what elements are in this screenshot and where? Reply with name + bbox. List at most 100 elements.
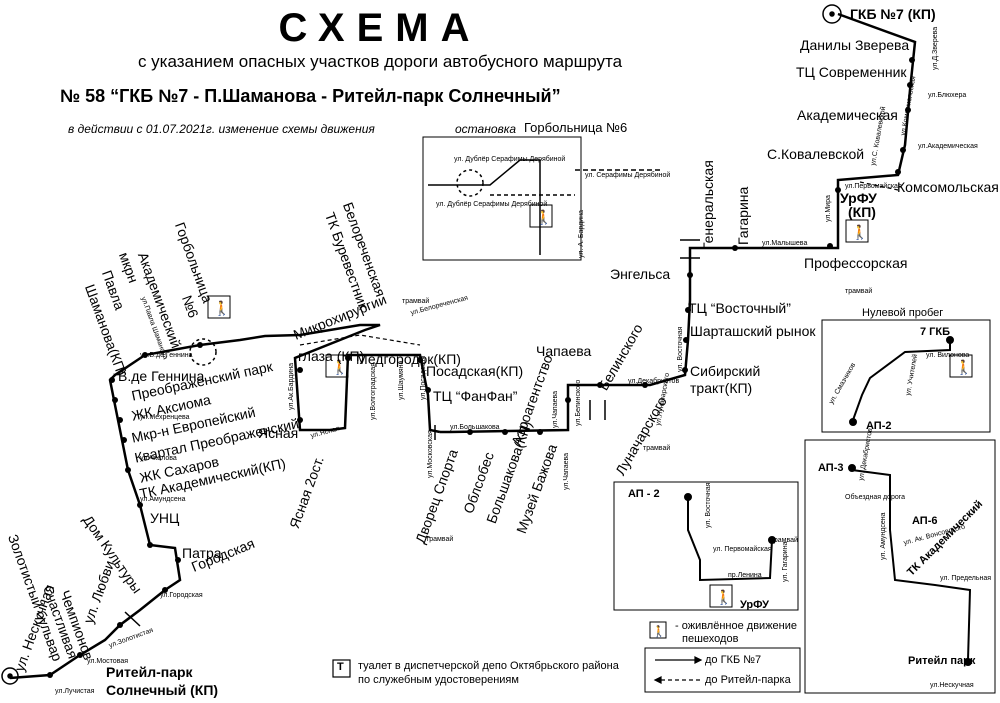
legend-to-gkb: до ГКБ №7 bbox=[705, 654, 762, 666]
stop-v-de-gennina: В.де Геннина bbox=[118, 368, 205, 384]
pedestrian-icons bbox=[207, 204, 973, 639]
svg-text:🚶: 🚶 bbox=[213, 300, 230, 317]
ap2-lenina: пр.Ленина bbox=[728, 572, 762, 579]
stop-generalskaya: Генеральская bbox=[700, 160, 716, 250]
ap3-obezd: Объездная дорога bbox=[845, 494, 906, 501]
street-voltsovskaya: ул.Волгоградская bbox=[370, 363, 377, 420]
svg-text:🚶: 🚶 bbox=[535, 209, 552, 226]
stop-riteyl-2: Солнечный (КП) bbox=[106, 682, 219, 698]
stop-tc-fanfan: ТЦ “ФанФан” bbox=[433, 388, 518, 404]
stop-glaza: глаза (КП) bbox=[298, 348, 365, 364]
ap3-riteyl: Ритейл парк bbox=[908, 655, 976, 667]
svg-text:🚶: 🚶 bbox=[715, 589, 732, 606]
route-name: № 58 “ГКБ №7 - П.Шаманова - Ритейл-парк … bbox=[60, 86, 561, 106]
stop-note-name: Горбольница №6 bbox=[524, 120, 628, 135]
inset-ap3-frame bbox=[804, 439, 996, 694]
validity-note: в действии с 01.07.2021г. изменение схем… bbox=[68, 122, 375, 136]
street-luchistaya: ул.Лучистая bbox=[55, 688, 95, 695]
toilet-icon-frame bbox=[332, 659, 351, 678]
legend-toilet: туалет в диспетчерской депо Октябрьского… bbox=[358, 660, 619, 672]
street-belinskogo: ул.Белинского bbox=[575, 379, 582, 426]
ap3-predelnaya: ул. Предельная bbox=[940, 575, 992, 582]
stop-gagarina: Гагарина bbox=[735, 186, 751, 245]
street-dubler: ул. Дублёр Серафимы Дерябиной bbox=[454, 156, 566, 163]
stop-note-label: остановка bbox=[455, 122, 517, 136]
legend-pedestrians-2: пешеходов bbox=[682, 633, 739, 645]
inset-gorbolnitsa-lines bbox=[428, 159, 660, 255]
street-bluhera: ул.Блюхера bbox=[928, 92, 967, 99]
zero-run-vilonova: ул. Вилонова bbox=[926, 352, 970, 359]
street-dekabristov: ул.Декабристов bbox=[628, 378, 680, 385]
page-title: СХЕМА bbox=[278, 6, 482, 50]
ap2-urfu: УрФУ bbox=[740, 599, 769, 611]
street-tramvay-1: трамвай bbox=[402, 298, 430, 305]
stop-yasnaya: Ясная bbox=[258, 425, 299, 441]
street-amundsena: ул.Амундсена bbox=[140, 496, 186, 503]
stop-medgorodok: Медгородок(КП) bbox=[356, 351, 461, 367]
terminal-icons bbox=[1, 4, 842, 685]
stop-sibirsky: Сибирский bbox=[690, 363, 761, 379]
stop-engelsa: Энгельса bbox=[610, 266, 671, 282]
street-akademicheskaya: ул.Академическая bbox=[918, 143, 978, 150]
street-mostovaya: ул.Мостовая bbox=[87, 658, 129, 665]
ap2-tramvay: Трамвай bbox=[770, 537, 798, 544]
street-chapaeva-2: ул.Чапаева bbox=[563, 452, 570, 490]
pedestrian-glyphs: 🚶🚶🚶 🚶🚶🚶 🚶 bbox=[213, 209, 972, 638]
route-line bbox=[9, 12, 917, 680]
ap2-gagarina: ул. Гагарина bbox=[782, 541, 789, 582]
stop-professorskaya: Профессорская bbox=[804, 255, 908, 271]
street-moskovskaya: ул.Московская bbox=[427, 430, 434, 478]
stop-urfu-kp: (КП) bbox=[848, 204, 876, 220]
inset-zero-lines bbox=[849, 336, 954, 426]
svg-text:🚶: 🚶 bbox=[851, 224, 868, 241]
street-vostochnaya: ул. Восточная bbox=[677, 326, 684, 372]
stop-gkb7: ГКБ №7 (КП) bbox=[850, 6, 936, 22]
street-tramvay-3: трамвай bbox=[643, 445, 671, 452]
page-subtitle: с указанием опасных участков дороги авто… bbox=[137, 52, 623, 71]
stop-tc-vostochny: ТЦ “Восточный” bbox=[688, 300, 791, 316]
street-tramvay-2: трамвай bbox=[426, 536, 454, 543]
inset-ap2-frame bbox=[613, 481, 799, 611]
legend-pedestrians: - оживлённое движение bbox=[675, 620, 798, 632]
street-posadskaya: ул.Посадская bbox=[420, 355, 427, 400]
stop-s-kovalevskoy: С.Ковалевской bbox=[767, 146, 865, 162]
stop-chapaeva: Чапаева bbox=[536, 343, 592, 359]
tram-crossings bbox=[124, 239, 700, 627]
street-bolshakova: ул.Большакова bbox=[450, 424, 500, 431]
legend-toilet-2: по служебным удостоверениям bbox=[358, 674, 519, 686]
ap3-neskuchnaya: ул.Нескучная bbox=[930, 682, 974, 689]
street-a-bardina: ул. А. Бардина bbox=[578, 210, 585, 258]
street-a-bardina-2: ул.Ак.Бардина bbox=[288, 362, 295, 410]
ap3-label: АП-3 bbox=[818, 462, 844, 474]
street-pervomayskaya: ул.Первомайская bbox=[845, 183, 902, 190]
legend-to-riteyl: до Ритейл-парка bbox=[705, 674, 791, 686]
stop-patra: Патра bbox=[182, 545, 222, 561]
inset-gorbolnitsa-frame bbox=[422, 136, 582, 261]
street-chkalova: ул.Чкалова bbox=[140, 455, 177, 462]
street-d-zvereva: ул.Д.Зверева bbox=[932, 26, 939, 70]
street-shaumyana: ул.Шаумяна bbox=[398, 360, 405, 400]
ap3-amundsena: ул. Амундсена bbox=[880, 512, 887, 560]
stop-akademicheskaya: Академическая bbox=[797, 107, 898, 123]
stop-shartashsky: Шарташский рынок bbox=[690, 323, 816, 339]
stop-unc: УНЦ bbox=[150, 510, 180, 526]
stop-sibirsky-2: тракт(КП) bbox=[690, 380, 753, 396]
street-dubler-low: ул. Дублёр Серафимы Дерябиной bbox=[436, 201, 548, 208]
stop-urfu: УрФУ bbox=[840, 190, 877, 206]
street-chapaeva: ул.Чапаева bbox=[552, 390, 559, 428]
svg-text:🚶: 🚶 bbox=[652, 625, 666, 638]
toilet-icon: Т bbox=[337, 661, 344, 673]
street-dubler-2: ул. Серафимы Дерябиной bbox=[585, 172, 671, 179]
inset-ap3-lines bbox=[848, 464, 972, 666]
street-genina: ул.В.де Геннина bbox=[140, 352, 193, 359]
zero-run-ap2: АП-2 bbox=[866, 420, 892, 432]
ap2-label: АП - 2 bbox=[628, 488, 660, 500]
zero-run-title: Нулевой пробег bbox=[862, 307, 944, 319]
stop-danily-zvereva: Данилы Зверева bbox=[800, 37, 910, 53]
ap2-pervomayskaya: ул. Первомайская bbox=[713, 546, 772, 553]
street-gorodskaya: ул.Городская bbox=[160, 592, 203, 599]
direction-legend-arrows bbox=[653, 656, 703, 684]
stop-tc-sovremennik: ТЦ Современник bbox=[796, 64, 907, 80]
ap2-vostochnaya: ул. Восточная bbox=[705, 482, 712, 528]
